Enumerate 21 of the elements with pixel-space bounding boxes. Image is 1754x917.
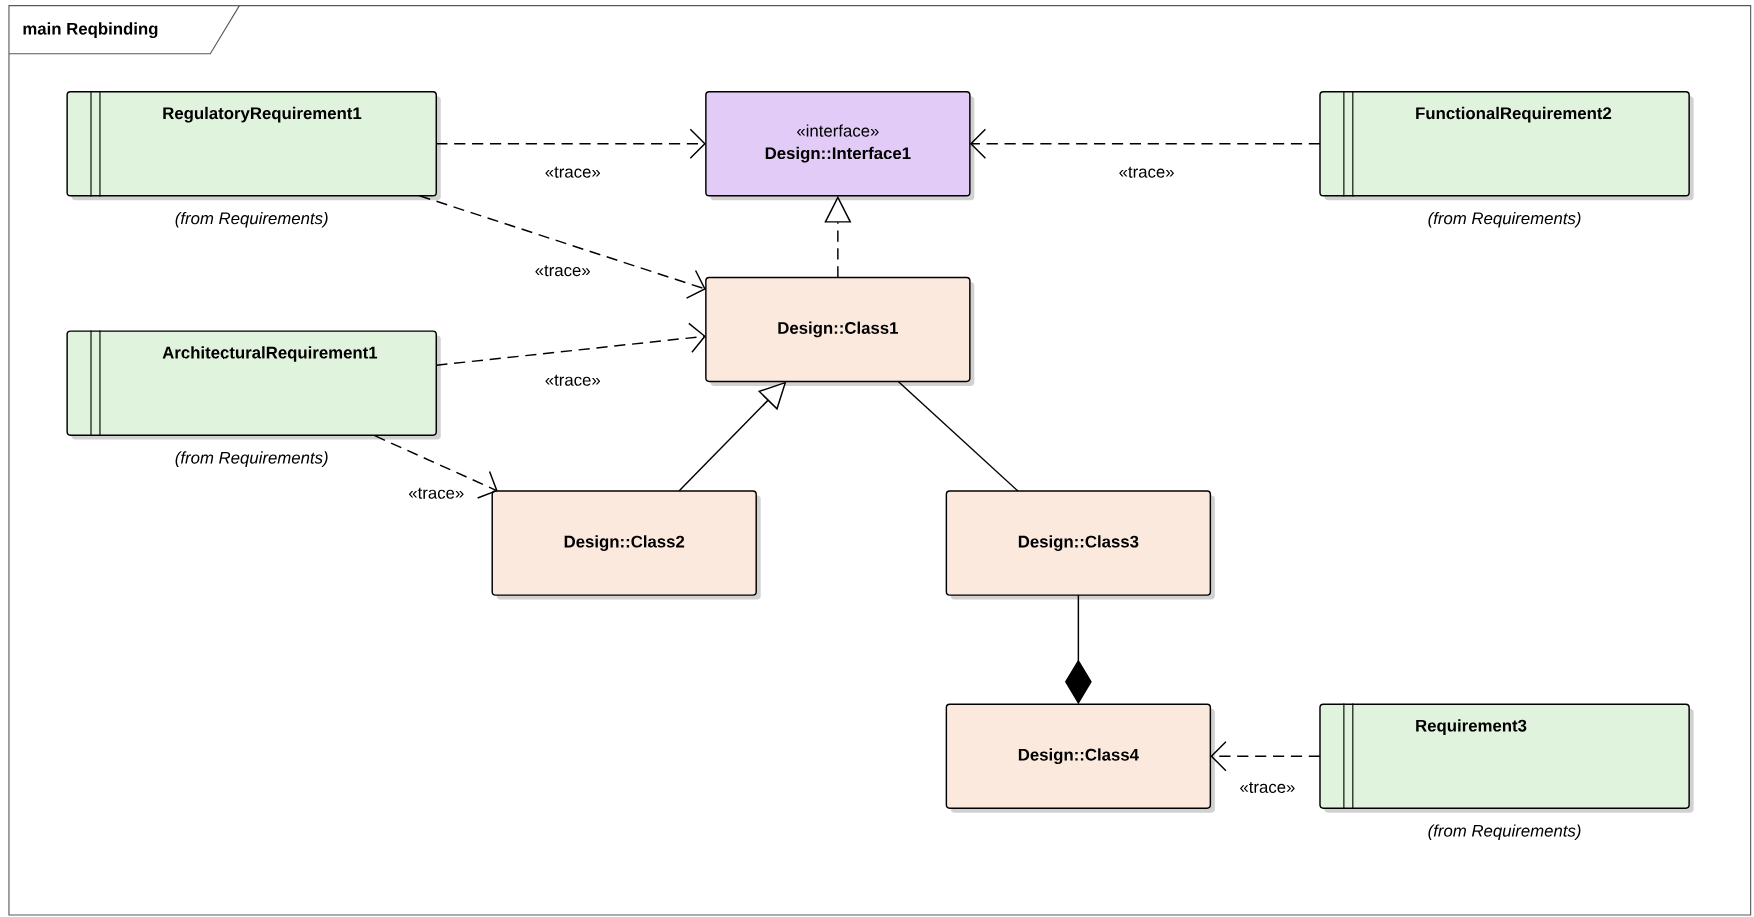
class-box: Design::Class3 <box>945 490 1215 600</box>
source-note: (from Requirements) <box>1428 211 1581 228</box>
dependency-arrow <box>969 128 1321 159</box>
requirement-box: ArchitecturalRequirement1 <box>66 329 441 440</box>
interface-box: «interface» Design::Interface1 <box>705 90 975 201</box>
source-note: (from Requirements) <box>175 211 328 228</box>
source-note: (from Requirements) <box>175 451 328 467</box>
dependency-arrow <box>1210 740 1321 772</box>
class-box: Design::Class1 <box>705 276 975 386</box>
frame-title: main Reqbinding <box>8 4 240 55</box>
requirement-box: RegulatoryRequirement1 <box>66 90 441 201</box>
source-note: (from Requirements) <box>1428 824 1581 840</box>
requirement-box: FunctionalRequirement2 <box>1319 90 1694 201</box>
dependency-arrow <box>435 128 706 159</box>
association-line <box>897 380 1019 492</box>
class-box: Design::Class2 <box>491 490 761 600</box>
dependency-arrow <box>374 434 498 499</box>
requirement-box: Requirement3 <box>1319 702 1694 813</box>
dependency-arrow <box>418 194 706 299</box>
class-box: Design::Class4 <box>945 703 1215 813</box>
dependency-arrow <box>435 322 706 366</box>
